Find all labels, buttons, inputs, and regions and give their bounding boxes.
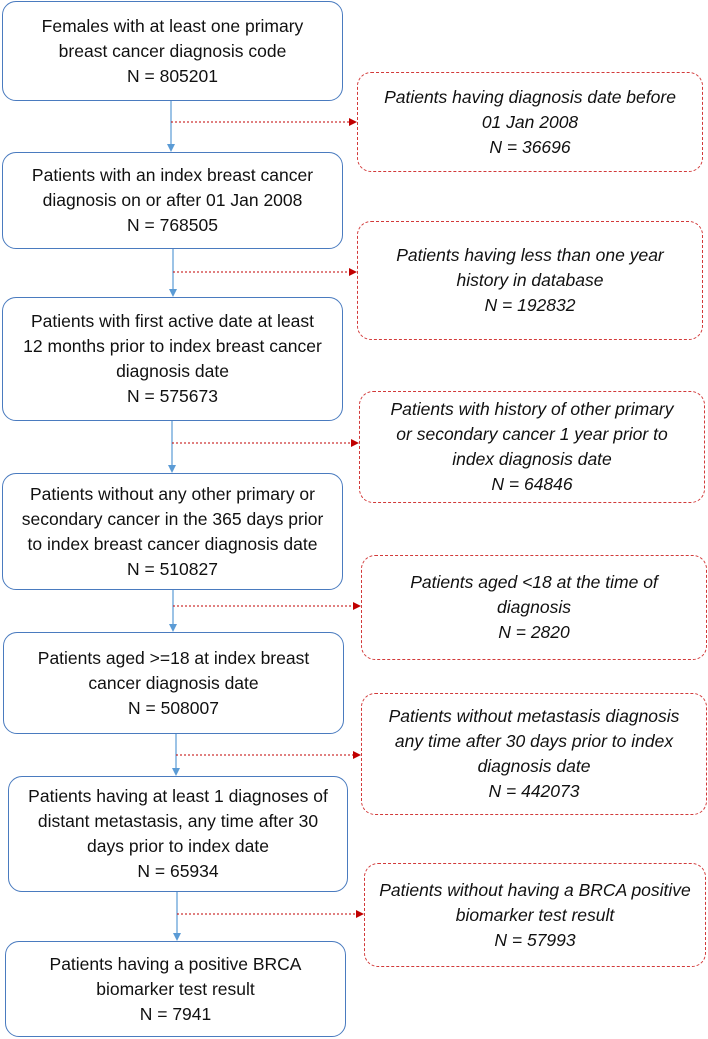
inclusion-box-1: Females with at least one primary breast… bbox=[2, 1, 343, 101]
inclusion-box-3: Patients with first active date at least… bbox=[2, 297, 343, 421]
box-count: N = 575673 bbox=[127, 386, 218, 406]
box-line: Patients with an index breast cancer bbox=[31, 165, 314, 185]
box-line: diagnosis date bbox=[116, 361, 229, 381]
box-line: biomarker test result bbox=[96, 978, 255, 999]
box-line: days prior to index date bbox=[87, 836, 269, 856]
inclusion-box-2: Patients with an index breast cancer dia… bbox=[2, 152, 343, 249]
exclusion-box-3: Patients with history of other primary o… bbox=[359, 391, 705, 503]
box-line: index diagnosis date bbox=[452, 449, 612, 469]
exclusion-box-1: Patients having diagnosis date before 01… bbox=[357, 72, 703, 172]
box-count: N = 64846 bbox=[491, 474, 573, 494]
box-line: Patients aged >=18 at index breast bbox=[37, 647, 310, 668]
exclusion-box-4: Patients aged <18 at the time of diagnos… bbox=[361, 555, 707, 660]
box-line: distant metastasis, any time after 30 bbox=[37, 811, 319, 831]
inclusion-box-6: Patients having at least 1 diagnoses of … bbox=[8, 776, 348, 892]
box-line: Patients with history of other primary bbox=[390, 399, 674, 419]
box-line: Patients without metastasis diagnosis bbox=[388, 706, 680, 726]
box-count: N = 2820 bbox=[498, 622, 570, 642]
box-line: 01 Jan 2008 bbox=[481, 111, 579, 132]
box-line: Patients having at least 1 diagnoses of bbox=[28, 786, 328, 806]
box-count: N = 442073 bbox=[488, 781, 580, 801]
box-line: any time after 30 days prior to index bbox=[394, 731, 674, 751]
box-line: Patients having less than one year bbox=[396, 245, 664, 265]
box-count: N = 7941 bbox=[139, 1003, 212, 1024]
exclusion-box-6: Patients without having a BRCA positive … bbox=[364, 863, 706, 967]
box-line: Patients having a positive BRCA bbox=[49, 953, 302, 974]
box-line: Patients having diagnosis date before bbox=[384, 86, 676, 107]
box-line: or secondary cancer 1 year prior to bbox=[396, 424, 668, 444]
box-line: to index breast cancer diagnosis date bbox=[27, 533, 318, 554]
box-count: N = 768505 bbox=[127, 215, 218, 235]
box-line: secondary cancer in the 365 days prior bbox=[21, 508, 324, 529]
box-count: N = 65934 bbox=[137, 861, 219, 881]
box-count: N = 805201 bbox=[127, 65, 218, 86]
box-line: Females with at least one primary bbox=[41, 15, 304, 36]
box-line: biomarker test result bbox=[455, 904, 615, 925]
box-line: cancer diagnosis date bbox=[88, 672, 259, 693]
box-line: Patients aged <18 at the time of bbox=[410, 572, 658, 592]
exclusion-box-5: Patients without metastasis diagnosis an… bbox=[361, 693, 707, 815]
box-count: N = 36696 bbox=[489, 136, 571, 157]
box-line: diagnosis on or after 01 Jan 2008 bbox=[42, 190, 303, 210]
exclusion-box-2: Patients having less than one year histo… bbox=[357, 221, 703, 340]
box-count: N = 57993 bbox=[494, 929, 576, 950]
inclusion-box-4: Patients without any other primary or se… bbox=[2, 473, 343, 590]
inclusion-box-7: Patients having a positive BRCA biomarke… bbox=[5, 941, 346, 1037]
box-line: breast cancer diagnosis code bbox=[58, 40, 287, 61]
inclusion-box-5: Patients aged >=18 at index breast cance… bbox=[3, 632, 344, 734]
box-line: Patients without having a BRCA positive bbox=[379, 879, 691, 900]
box-count: N = 192832 bbox=[484, 295, 576, 315]
box-line: Patients with first active date at least bbox=[30, 311, 315, 331]
box-line: diagnosis bbox=[497, 597, 571, 617]
box-count: N = 508007 bbox=[128, 697, 219, 718]
box-count: N = 510827 bbox=[127, 558, 218, 579]
box-line: diagnosis date bbox=[477, 756, 591, 776]
box-line: Patients without any other primary or bbox=[30, 483, 315, 504]
box-line: 12 months prior to index breast cancer bbox=[23, 336, 322, 356]
box-line: history in database bbox=[456, 270, 604, 290]
